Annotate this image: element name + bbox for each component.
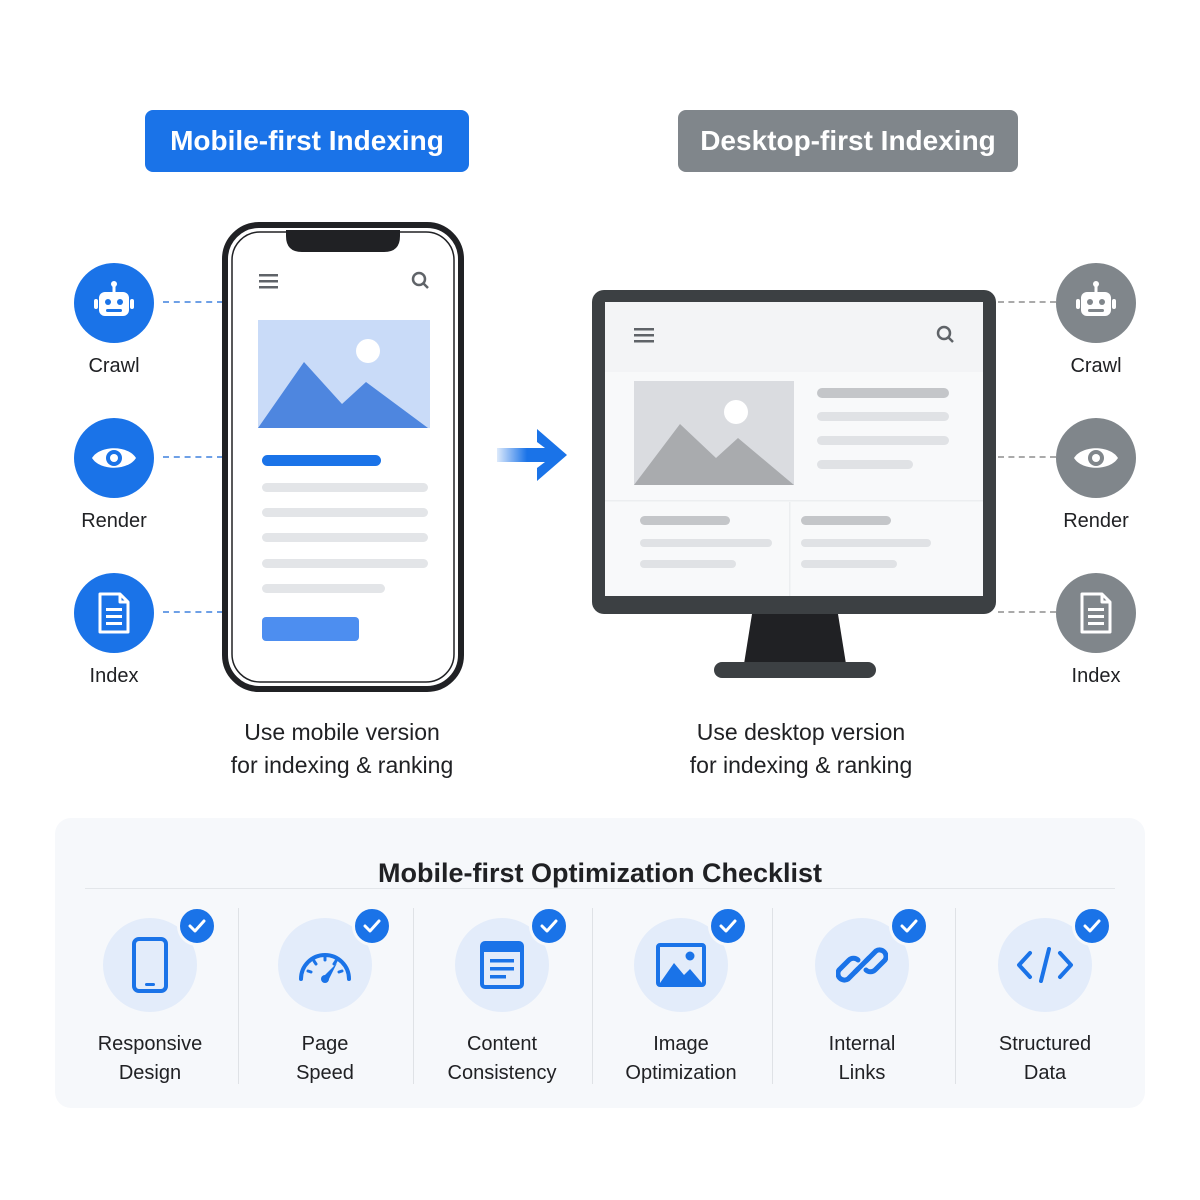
checkmark-icon	[889, 906, 929, 946]
checklist-item-label-line-1: Responsive	[97, 1033, 203, 1055]
eye-icon	[74, 418, 154, 498]
checklist-item-label: Structured Data	[960, 1030, 1130, 1088]
mobile-first-header-label: Mobile-first Indexing	[170, 125, 444, 156]
desktop-first-header-label: Desktop-first Indexing	[700, 125, 996, 156]
checklist-item-label: Responsive Design	[65, 1030, 235, 1088]
index-connector-desktop	[998, 611, 1056, 613]
desktop-monitor-illustration	[592, 290, 996, 678]
checkmark-icon	[177, 906, 217, 946]
checklist-divider	[85, 888, 1115, 889]
mobile-step-crawl-label: Crawl	[88, 355, 140, 377]
checklist-item-label: Page Speed	[240, 1030, 410, 1088]
index-connector-mobile	[163, 611, 223, 613]
checklist-item-label-line-1: Content	[466, 1033, 538, 1055]
mobile-first-header: Mobile-first Indexing	[145, 110, 469, 172]
desktop-step-crawl-label: Crawl	[1070, 355, 1122, 377]
checklist-item-label-line-2: Optimization	[625, 1062, 737, 1084]
arrow-right-icon	[497, 429, 567, 481]
mobile-caption-line-1: Use mobile version	[244, 719, 440, 745]
column-separator	[772, 908, 773, 1084]
optimization-checklist-panel: Mobile-first Optimization Checklist Resp…	[55, 818, 1145, 1108]
desktop-caption-line-2: for indexing & ranking	[689, 752, 913, 778]
checkmark-icon	[708, 906, 748, 946]
mobile-step-crawl: Crawl	[54, 263, 174, 378]
robot-icon	[1056, 263, 1136, 343]
checklist-item-label: Image Optimization	[596, 1030, 766, 1088]
crawl-connector-desktop	[998, 301, 1056, 303]
column-separator	[413, 908, 414, 1084]
checklist-item-label-line-1: Image	[653, 1033, 709, 1055]
checkmark-icon	[352, 906, 392, 946]
mobile-step-render-label: Render	[81, 510, 147, 532]
crawl-connector-mobile	[163, 301, 223, 303]
render-connector-mobile	[163, 456, 223, 458]
column-separator	[955, 908, 956, 1084]
column-separator	[592, 908, 593, 1084]
mobile-step-render: Render	[54, 418, 174, 533]
mobile-caption-line-2: for indexing & ranking	[230, 752, 454, 778]
checklist-item-label-line-1: Structured	[998, 1033, 1092, 1055]
desktop-step-crawl: Crawl	[1036, 263, 1156, 378]
mobile-caption: Use mobile version for indexing & rankin…	[142, 716, 542, 782]
checklist-item-responsive-design: Responsive Design	[65, 906, 235, 1108]
mobile-step-index-label: Index	[89, 665, 139, 687]
link-icon	[815, 918, 909, 1012]
checklist-item-label-line-2: Consistency	[447, 1062, 557, 1084]
desktop-step-index: Index	[1036, 573, 1156, 688]
desktop-step-render-label: Render	[1063, 510, 1129, 532]
desktop-first-header: Desktop-first Indexing	[678, 110, 1018, 172]
checkmark-icon	[1072, 906, 1112, 946]
document-icon	[74, 573, 154, 653]
checklist-item-structured-data: Structured Data	[960, 906, 1130, 1108]
checklist-item-label-line-2: Links	[838, 1062, 886, 1084]
column-separator	[238, 908, 239, 1084]
desktop-step-index-label: Index	[1071, 665, 1121, 687]
checklist-item-label-line-2: Data	[1023, 1062, 1067, 1084]
checklist-item-label: Internal Links	[777, 1030, 947, 1088]
desktop-caption: Use desktop version for indexing & ranki…	[601, 716, 1001, 782]
checklist-title: Mobile-first Optimization Checklist	[377, 858, 823, 888]
eye-icon	[1056, 418, 1136, 498]
checklist-item-content-consistency: Content Consistency	[417, 906, 587, 1108]
checklist-item-label: Content Consistency	[417, 1030, 587, 1088]
smartphone-illustration	[222, 222, 464, 692]
mobile-step-index: Index	[54, 573, 174, 688]
checkmark-icon	[529, 906, 569, 946]
document-icon	[1056, 573, 1136, 653]
checklist-item-page-speed: Page Speed	[240, 906, 410, 1108]
checklist-item-label-line-2: Design	[118, 1062, 182, 1084]
robot-icon	[74, 263, 154, 343]
desktop-caption-line-1: Use desktop version	[696, 719, 906, 745]
checklist-item-label-line-1: Internal	[828, 1033, 896, 1055]
desktop-step-render: Render	[1036, 418, 1156, 533]
checklist-item-internal-links: Internal Links	[777, 906, 947, 1108]
checklist-item-label-line-1: Page	[301, 1033, 349, 1055]
checklist-item-label-line-2: Speed	[296, 1062, 354, 1084]
checklist-item-image-optimization: Image Optimization	[596, 906, 766, 1108]
render-connector-desktop	[998, 456, 1056, 458]
